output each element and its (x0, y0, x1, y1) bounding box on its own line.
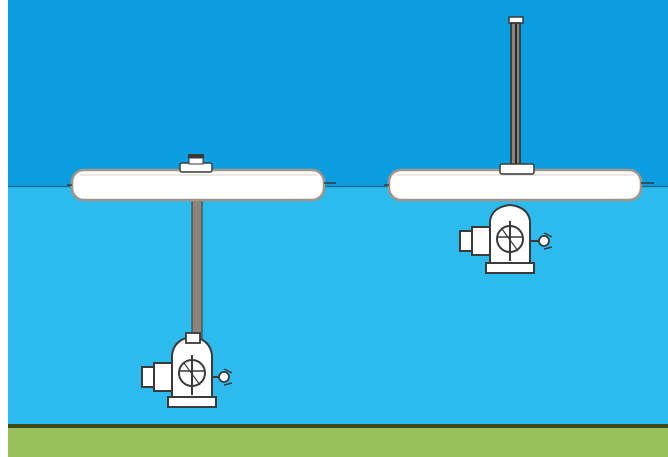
seabed (8, 428, 668, 457)
right-unit (384, 16, 654, 274)
tether-rod (191, 199, 203, 341)
float (384, 163, 654, 202)
turbine (459, 203, 553, 274)
float (67, 154, 336, 202)
left-unit (67, 154, 336, 408)
seabed-edge (8, 424, 668, 428)
water (8, 186, 668, 426)
sky (8, 0, 668, 186)
turbine (141, 332, 233, 408)
